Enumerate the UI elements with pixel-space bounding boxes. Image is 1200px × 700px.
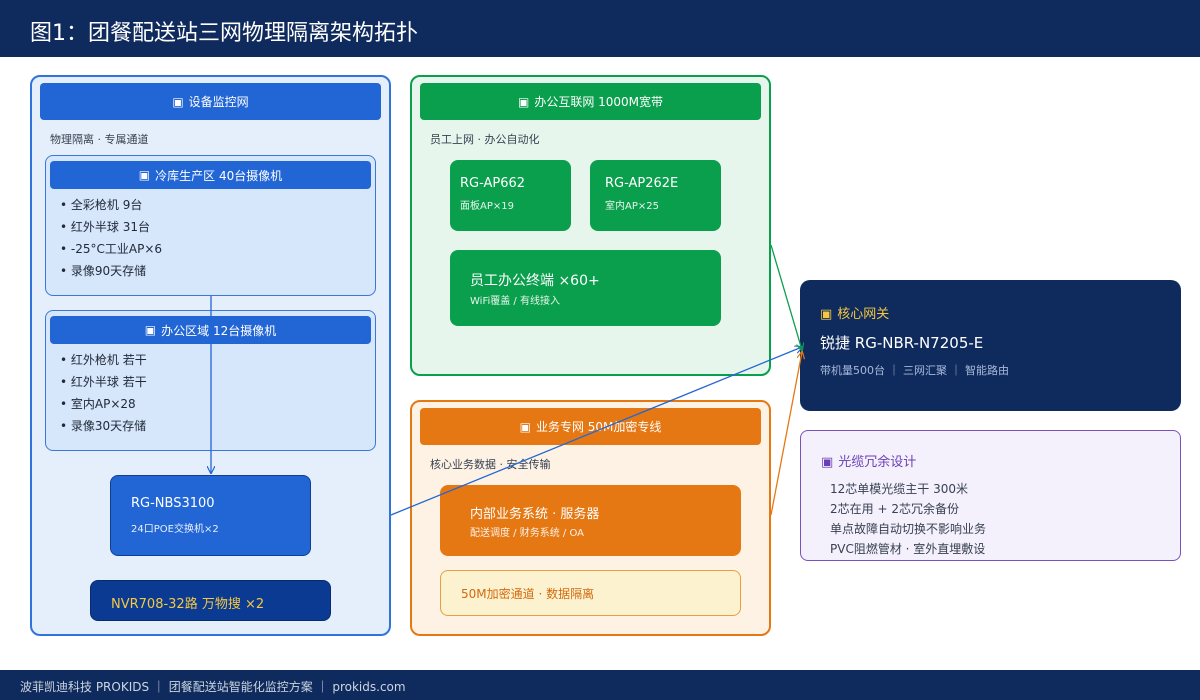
nvr-title: NVR708-32路 万物搜 ×2 — [111, 597, 265, 612]
camera-icon: ▣ — [144, 323, 157, 337]
page-title: 图1：团餐配送站三网物理隔离架构拓扑 — [30, 21, 418, 46]
globe-icon: ▣ — [517, 94, 530, 109]
fiber-item: PVC阻燃管材 · 室外直埋敷设 — [830, 542, 986, 556]
office-terminals-node: 员工办公终端 ×60+ WiFi覆盖 / 有线接入 — [450, 250, 721, 326]
office-zone-header-label: 办公区域 12台摄像机 — [161, 323, 277, 338]
fiber-item: 单点故障自动切换不影响业务 — [830, 522, 987, 536]
ap662-node: RG-AP662 面板AP×19 — [450, 160, 571, 231]
cable-icon: ▣ — [821, 455, 834, 470]
core-gateway-features: 带机量500台 ｜ 三网汇聚 ｜ 智能路由 — [820, 364, 1009, 377]
camera-icon: ▣ — [138, 168, 151, 182]
fiber-item: 12芯单模光缆主干 300米 — [830, 482, 968, 496]
core-gateway-model: 锐捷 RG-NBR-N7205-E — [820, 334, 984, 352]
ap262e-title: RG-AP262E — [605, 176, 679, 191]
core-gateway-header-label: 核心网关 — [837, 307, 890, 322]
monitor-network-subtitle: 物理隔离 · 专属通道 — [50, 133, 149, 146]
fiber-item: 2芯在用 + 2芯冗余备份 — [830, 502, 959, 516]
footer-text: 波菲凯迪科技 PROKIDS ｜ 团餐配送站智能化监控方案 ｜ prokids.… — [20, 680, 406, 694]
cold-storage-item: • -25°C工业AP×6 — [60, 242, 163, 256]
cold-storage-item: • 红外半球 31台 — [60, 220, 150, 234]
core-gateway-node: ▣ 核心网关 锐捷 RG-NBR-N7205-E 带机量500台 ｜ 三网汇聚 ｜… — [800, 280, 1181, 411]
office-terminals-sub: WiFi覆盖 / 有线接入 — [470, 296, 560, 307]
ap262e-sub: 室内AP×25 — [605, 201, 659, 212]
ap262e-node: RG-AP262E 室内AP×25 — [590, 160, 721, 231]
cold-storage-zone-header: ▣ 冷库生产区 40台摄像机 — [50, 161, 371, 189]
office-network-header-label: 办公互联网 1000M宽带 — [534, 95, 664, 109]
office-zone-header: ▣ 办公区域 12台摄像机 — [50, 316, 371, 344]
ap662-sub: 面板AP×19 — [460, 201, 514, 212]
office-to-gateway-link — [770, 244, 802, 350]
business-network-header-label: 业务专网 50M加密专线 — [535, 420, 662, 434]
fiber-redundancy-panel: ▣ 光缆冗余设计 12芯单模光缆主干 300米 2芯在用 + 2芯冗余备份 单点故… — [800, 430, 1181, 561]
business-server-node: 内部业务系统 · 服务器 配送调度 / 财务系统 / OA — [440, 485, 741, 556]
poe-switch-node: RG-NBS3100 24口POE交换机×2 — [110, 475, 311, 556]
monitor-network-header: ▣ 设备监控网 — [40, 83, 381, 120]
camera-icon: ▣ — [172, 94, 184, 109]
ap662-title: RG-AP662 — [460, 176, 526, 191]
business-network-subtitle: 核心业务数据 · 安全传输 — [430, 458, 551, 471]
office-zone-item: • 红外枪机 若干 — [60, 353, 147, 367]
encrypted-channel-title: 50M加密通道 · 数据隔离 — [461, 587, 595, 601]
office-zone-item: • 室内AP×28 — [60, 397, 136, 411]
router-icon: ▣ — [820, 307, 833, 322]
cold-storage-zone-header-label: 冷库生产区 40台摄像机 — [155, 168, 283, 183]
poe-switch-sub: 24口POE交换机×2 — [131, 524, 219, 535]
encrypted-channel-node: 50M加密通道 · 数据隔离 — [440, 570, 741, 616]
business-server-title: 内部业务系统 · 服务器 — [470, 507, 600, 522]
office-zone-item: • 录像30天存储 — [60, 419, 147, 433]
cold-storage-item: • 录像90天存储 — [60, 264, 147, 278]
business-server-sub: 配送调度 / 财务系统 / OA — [470, 528, 584, 539]
cold-storage-item: • 全彩枪机 9台 — [60, 198, 143, 212]
business-network-header: ▣ 业务专网 50M加密专线 — [420, 408, 761, 445]
title-bar: 图1：团餐配送站三网物理隔离架构拓扑 — [0, 0, 1200, 57]
office-network-subtitle: 员工上网 · 办公自动化 — [430, 133, 540, 146]
lock-icon: ▣ — [519, 419, 531, 434]
nvr-node: NVR708-32路 万物搜 ×2 — [90, 580, 331, 621]
footer-bar: 波菲凯迪科技 PROKIDS ｜ 团餐配送站智能化监控方案 ｜ prokids.… — [0, 670, 1200, 700]
office-terminals-title: 员工办公终端 ×60+ — [470, 273, 600, 289]
poe-switch-title: RG-NBS3100 — [131, 496, 215, 511]
office-network-header: ▣ 办公互联网 1000M宽带 — [420, 83, 761, 120]
office-zone-item: • 红外半球 若干 — [60, 375, 147, 389]
core-gateway-header: ▣ 核心网关 — [820, 303, 889, 322]
business-to-gateway-link — [770, 352, 802, 516]
fiber-redundancy-header: ▣ 光缆冗余设计 — [821, 451, 916, 470]
monitor-network-header-label: 设备监控网 — [188, 95, 249, 109]
fiber-redundancy-header-label: 光缆冗余设计 — [838, 455, 917, 470]
